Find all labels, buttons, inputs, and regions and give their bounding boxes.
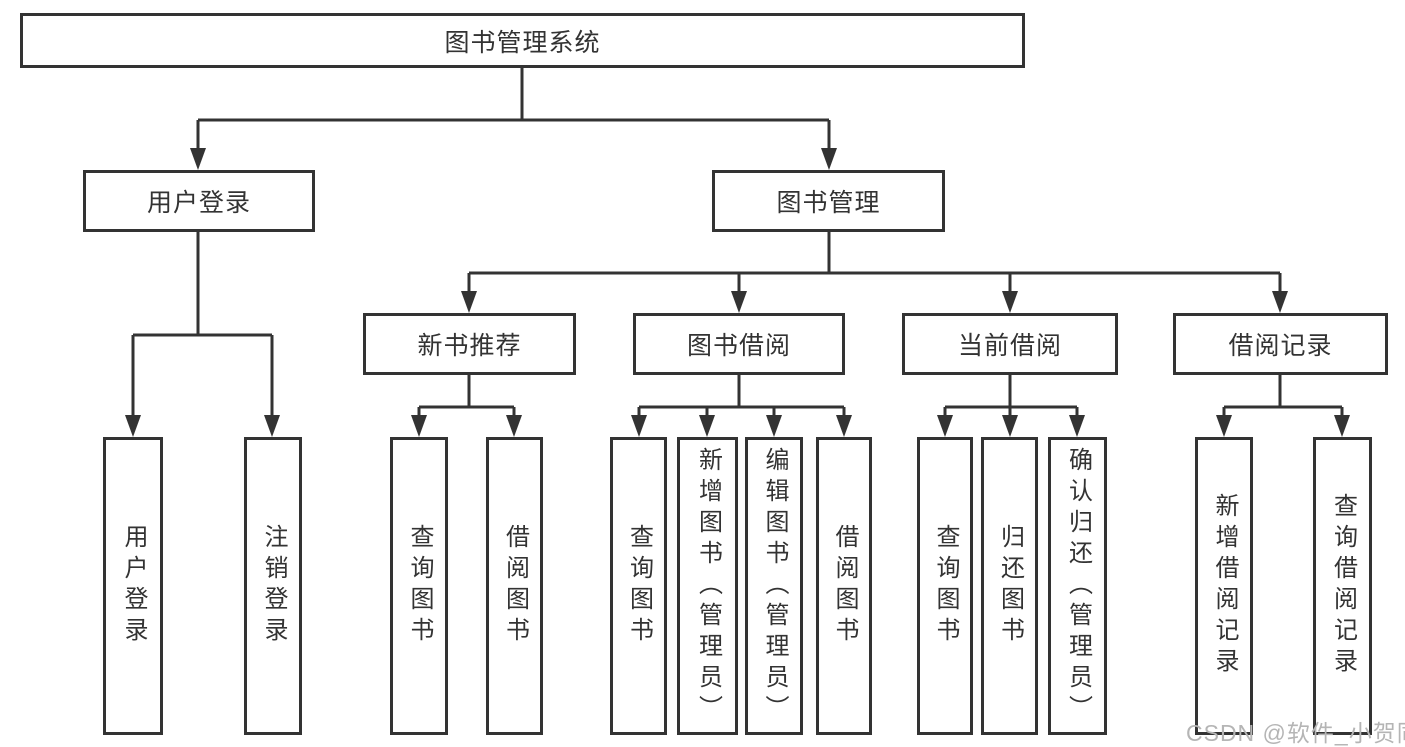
leaf-cb-return-books: 归还图书 — [981, 437, 1038, 735]
leaf-bb-borrow-books-label: 借阅图书 — [831, 524, 858, 648]
node-user-login: 用户登录 — [83, 170, 315, 232]
leaf-bb-edit-books-admin-label: 编辑图书（管理员） — [761, 446, 788, 726]
leaf-br-add-record-label: 新增借阅记录 — [1211, 493, 1238, 679]
leaf-nbr-borrow-books: 借阅图书 — [486, 437, 543, 735]
leaf-cb-return-books-label: 归还图书 — [996, 524, 1024, 648]
csdn-watermark: CSDN @软件_小贺同学 — [1186, 720, 1405, 746]
leaf-bb-add-books-admin-label: 新增图书（管理员） — [694, 446, 722, 726]
leaf-user-login: 用户登录 — [103, 437, 163, 735]
node-current-borrowing: 当前借阅 — [902, 313, 1118, 375]
node-book-management-system: 图书管理系统 — [20, 13, 1025, 68]
leaf-br-add-record: 新增借阅记录 — [1195, 437, 1253, 735]
leaf-cb-query-books: 查询图书 — [917, 437, 973, 735]
node-book-borrowing: 图书借阅 — [633, 313, 845, 375]
leaf-nbr-query-books-label: 查询图书 — [406, 524, 433, 648]
leaf-br-query-record: 查询借阅记录 — [1313, 437, 1372, 735]
leaf-logout-label: 注销登录 — [260, 524, 287, 648]
leaf-cb-query-books-label: 查询图书 — [932, 524, 959, 648]
leaf-bb-edit-books-admin: 编辑图书（管理员） — [745, 437, 803, 735]
leaf-bb-query-books-label: 查询图书 — [625, 524, 653, 648]
leaf-nbr-query-books: 查询图书 — [390, 437, 448, 735]
leaf-nbr-borrow-books-label: 借阅图书 — [501, 524, 529, 648]
leaf-bb-query-books: 查询图书 — [610, 437, 667, 735]
leaf-bb-borrow-books: 借阅图书 — [816, 437, 872, 735]
leaf-br-query-record-label: 查询借阅记录 — [1329, 493, 1357, 679]
arrowheads — [125, 148, 1350, 437]
node-new-book-recommend: 新书推荐 — [363, 313, 576, 375]
node-book-management: 图书管理 — [712, 170, 945, 232]
node-borrowing-records: 借阅记录 — [1173, 313, 1388, 375]
leaf-bb-add-books-admin: 新增图书（管理员） — [677, 437, 738, 735]
leaf-cb-confirm-return-admin-label: 确认归还（管理员） — [1064, 446, 1092, 726]
leaf-cb-confirm-return-admin: 确认归还（管理员） — [1048, 437, 1107, 735]
leaf-logout: 注销登录 — [244, 437, 302, 735]
leaf-user-login-label: 用户登录 — [120, 524, 147, 648]
